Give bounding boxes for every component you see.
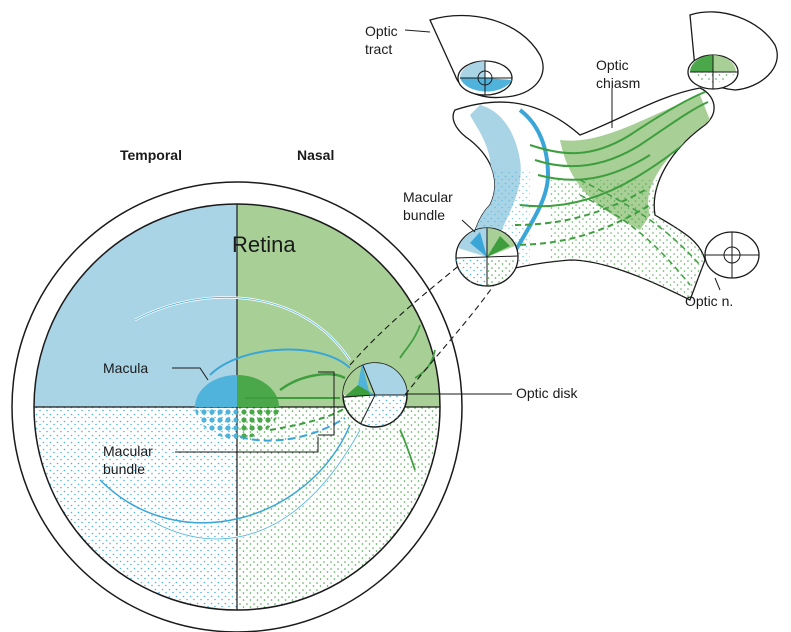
macula — [195, 375, 279, 439]
optic-disk-label: Optic disk — [516, 385, 578, 401]
optic-tract-left — [430, 15, 543, 97]
optic-nerve-label: Optic n. — [685, 293, 733, 309]
macular-bundle-retina-label-line1: Macular — [103, 443, 153, 459]
optic-nerve-left-section — [456, 228, 518, 286]
optic-chiasm-label-line2: chiasm — [596, 75, 640, 91]
macular-bundle-retina-label-line2: bundle — [103, 461, 145, 477]
macula-label: Macula — [103, 360, 148, 376]
optic-nerve-right-section — [705, 232, 759, 278]
optic-chiasm-label-line1: Optic — [596, 57, 629, 73]
nasal-label: Nasal — [297, 147, 334, 163]
optic-tract-label-line1: Optic — [365, 23, 398, 39]
optic-tract-label-line2: tract — [365, 41, 392, 57]
retina-label: Retina — [232, 232, 296, 257]
temporal-upper-quadrant — [34, 204, 237, 407]
optic-tract-right — [688, 12, 777, 90]
macular-bundle-nerve-label-line2: bundle — [403, 207, 445, 223]
temporal-lower-quadrant — [34, 407, 237, 610]
temporal-label: Temporal — [120, 147, 182, 163]
macular-bundle-nerve-label-line1: Macular — [403, 189, 453, 205]
